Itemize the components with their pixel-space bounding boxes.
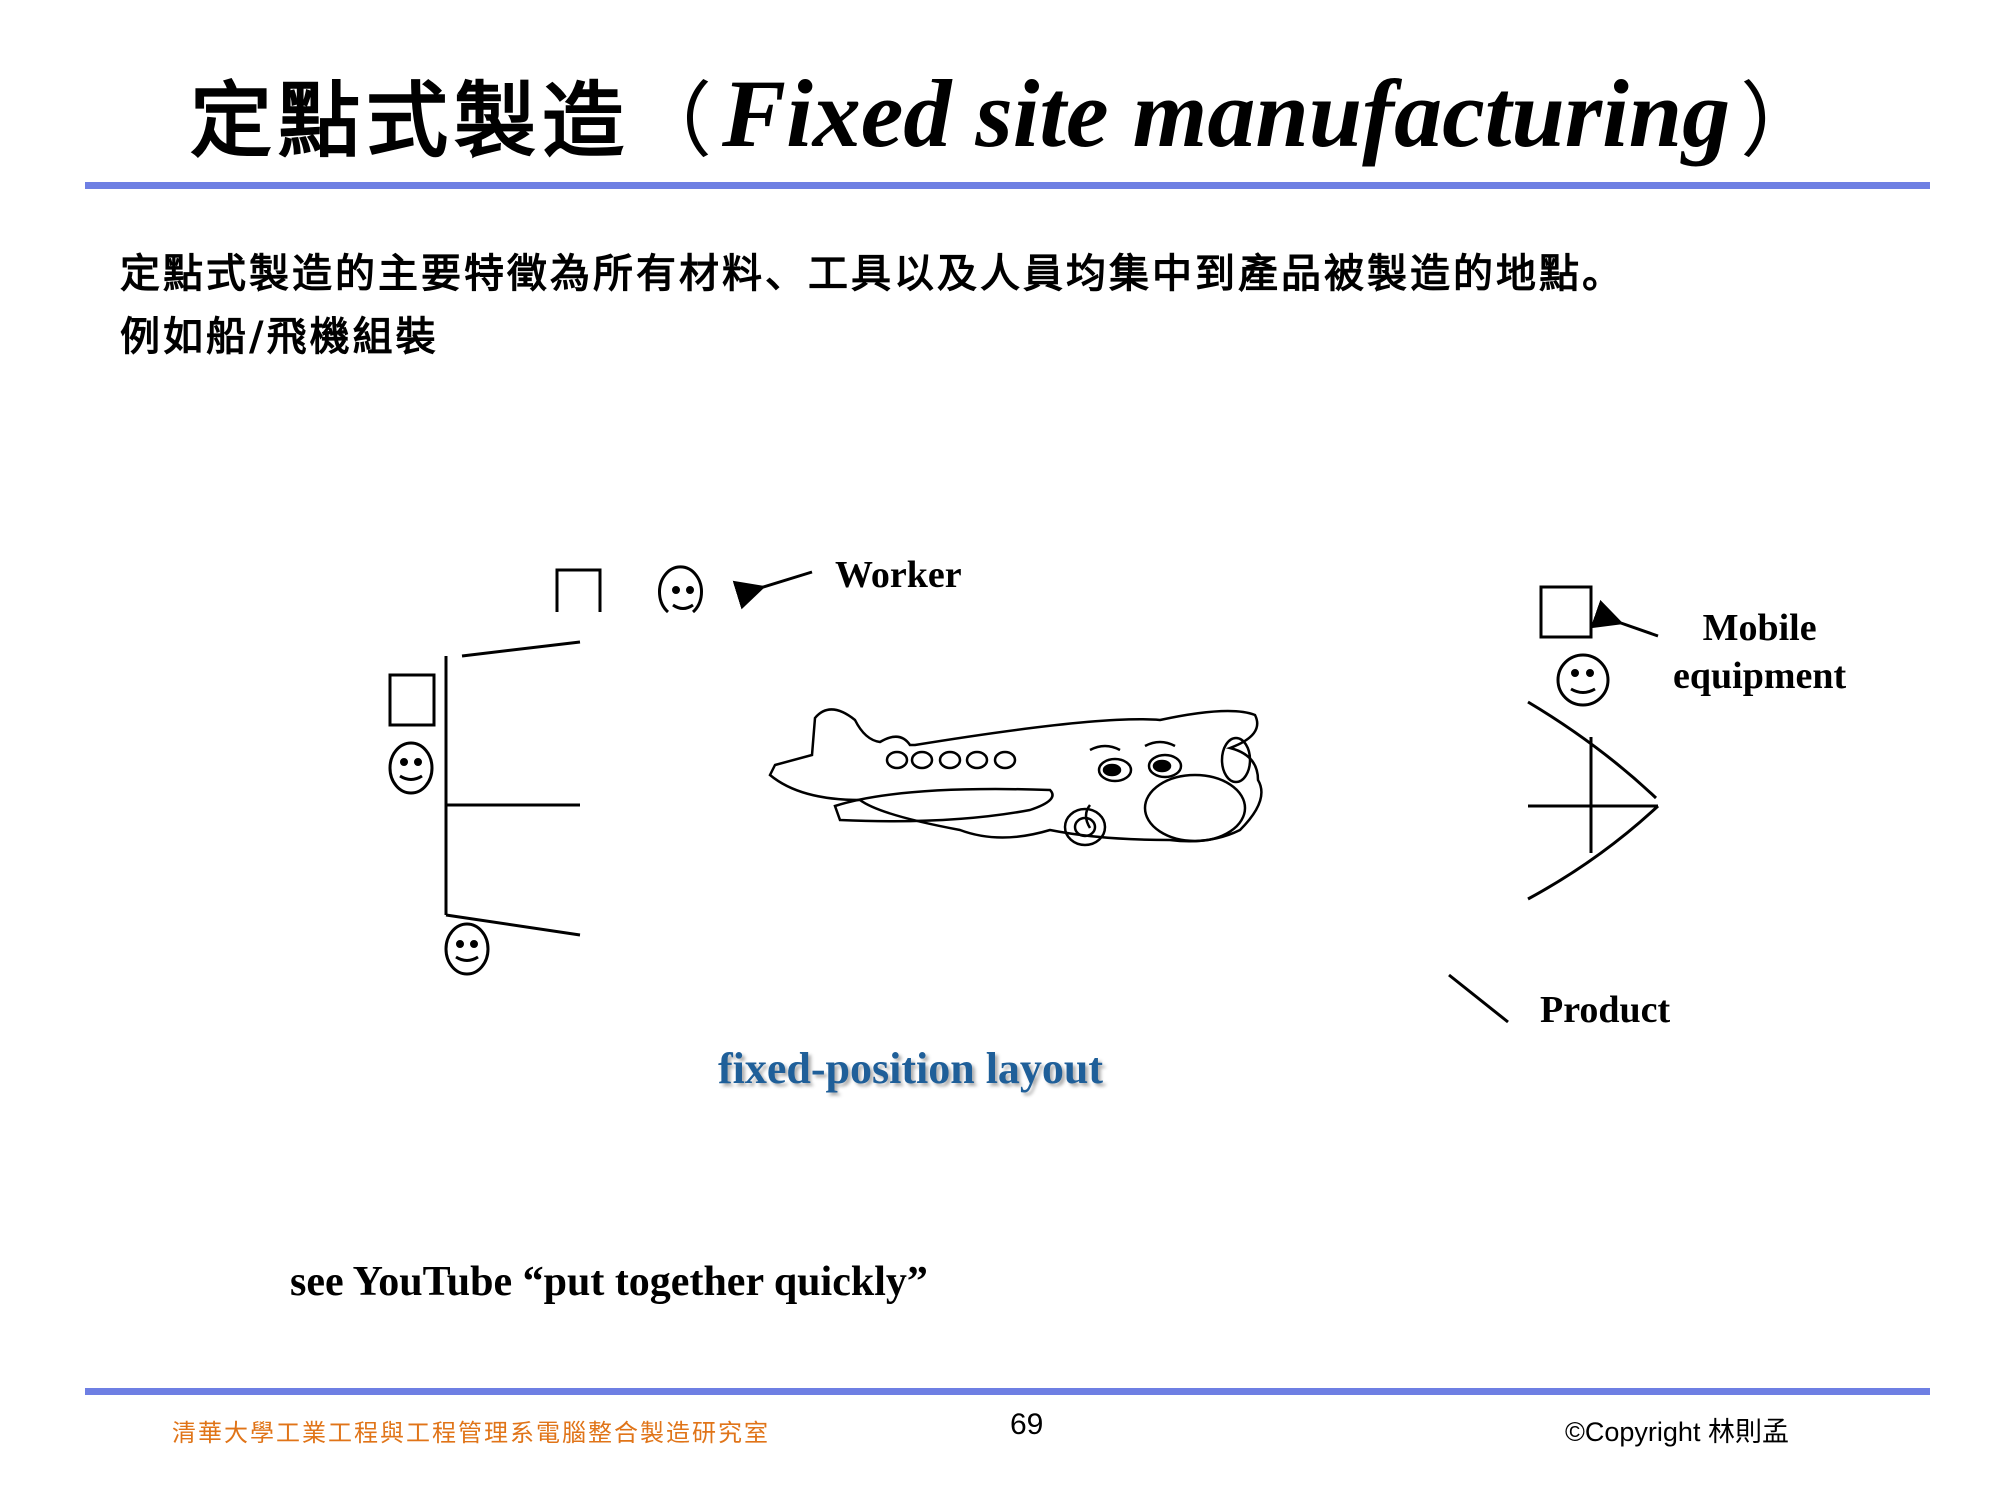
worker-smiley-icon bbox=[658, 565, 703, 614]
equipment-box-icon bbox=[1539, 585, 1593, 639]
title-open-paren: （ bbox=[630, 73, 713, 169]
copyright-notice: ©Copyright 林則孟 bbox=[1565, 1417, 1789, 1447]
top-divider bbox=[85, 182, 1930, 189]
product-pointer-icon bbox=[1448, 973, 1509, 1024]
worker-arrow-icon bbox=[732, 570, 813, 610]
mobile-label-line1: Mobile bbox=[1702, 607, 1817, 649]
product-frame-left bbox=[444, 640, 581, 937]
mobile-label-line2: equipment bbox=[1673, 655, 1847, 697]
title-english: Fixed site manufacturing bbox=[722, 59, 1731, 167]
worker-smiley-icon bbox=[444, 922, 490, 976]
page-number: 69 bbox=[1010, 1408, 1044, 1441]
slide-title: 定點式製造 （ Fixed site manufacturing ） bbox=[190, 58, 1822, 169]
youtube-note: see YouTube “put together quickly” bbox=[290, 1259, 928, 1305]
bottom-divider bbox=[85, 1388, 1930, 1395]
mobile-equipment-label: Mobile equipment bbox=[1673, 604, 1846, 700]
diagram-caption: fixed-position layout bbox=[718, 1044, 1104, 1093]
equipment-arrow-icon bbox=[1590, 599, 1659, 638]
product-label: Product bbox=[1540, 989, 1671, 1031]
body-line-2: 例如船/飛機組裝 bbox=[120, 314, 439, 360]
title-close-paren: ） bbox=[1740, 73, 1823, 169]
worker-label: Worker bbox=[835, 554, 962, 596]
equipment-box-icon bbox=[388, 673, 436, 727]
footer-lab-name: 清華大學工業工程與工程管理系電腦整合製造研究室 bbox=[172, 1419, 770, 1447]
worker-smiley-icon bbox=[388, 741, 434, 795]
product-frame-right bbox=[1527, 700, 1660, 901]
body-line-1: 定點式製造的主要特徵為所有材料、工具以及人員均集中到產品被製造的地點。 bbox=[120, 251, 1625, 297]
title-chinese: 定點式製造 bbox=[190, 73, 631, 169]
airplane-icon bbox=[768, 708, 1263, 847]
body-text: 定點式製造的主要特徵為所有材料、工具以及人員均集中到產品被製造的地點。 例如船/… bbox=[120, 243, 1625, 369]
equipment-box-icon bbox=[555, 568, 602, 612]
worker-smiley-icon bbox=[1556, 653, 1610, 707]
